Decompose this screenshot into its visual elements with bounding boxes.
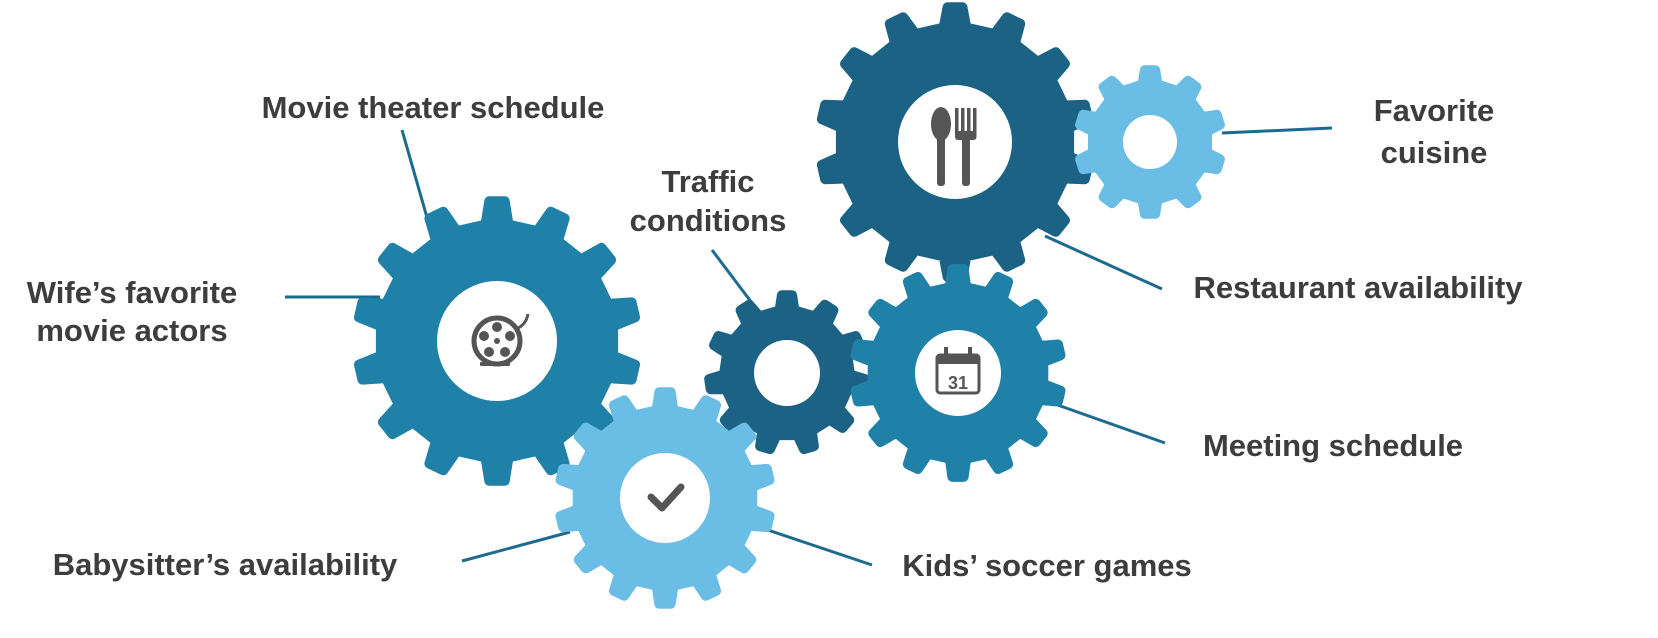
- label-traffic-line1: Traffic: [661, 164, 754, 199]
- gear-babysitter: [555, 387, 775, 609]
- connector-kids: [761, 526, 873, 567]
- label-traffic-line2: conditions: [630, 203, 787, 238]
- checkmark-icon: [647, 483, 685, 512]
- connector-movie-theater: [400, 129, 432, 229]
- connector-favorite-cuisine: [1221, 126, 1333, 135]
- label-babysitter-availability: Babysitter’s availability: [53, 547, 398, 582]
- fork-spoon-icon: [931, 107, 977, 186]
- gear-movie: [354, 196, 640, 486]
- label-meeting-schedule: Meeting schedule: [1203, 428, 1463, 463]
- calendar-day: 31: [948, 373, 968, 393]
- connector-lines: [285, 126, 1333, 567]
- label-wife-favorite-line1: Wife’s favorite: [27, 275, 237, 310]
- gear-restaurant: [816, 2, 1094, 282]
- connector-traffic: [710, 249, 754, 304]
- label-restaurant-availability: Restaurant availability: [1193, 270, 1523, 305]
- labels: Movie theater schedule Wife’s favorite m…: [27, 90, 1524, 583]
- gear-meeting: 31: [850, 264, 1066, 482]
- calendar-icon: 31: [935, 347, 981, 395]
- film-reel-icon: [471, 313, 530, 367]
- label-kids-soccer-games: Kids’ soccer games: [902, 548, 1192, 583]
- connector-restaurant: [1044, 234, 1163, 291]
- label-wife-favorite-line2: movie actors: [36, 313, 227, 348]
- gear-favorite-cuisine: [1075, 65, 1225, 219]
- gear-traffic: [704, 290, 870, 455]
- label-movie-theater-schedule: Movie theater schedule: [262, 90, 605, 125]
- connector-babysitter: [461, 530, 571, 563]
- label-favorite-line2: cuisine: [1381, 135, 1488, 170]
- label-favorite-line1: Favorite: [1374, 93, 1495, 128]
